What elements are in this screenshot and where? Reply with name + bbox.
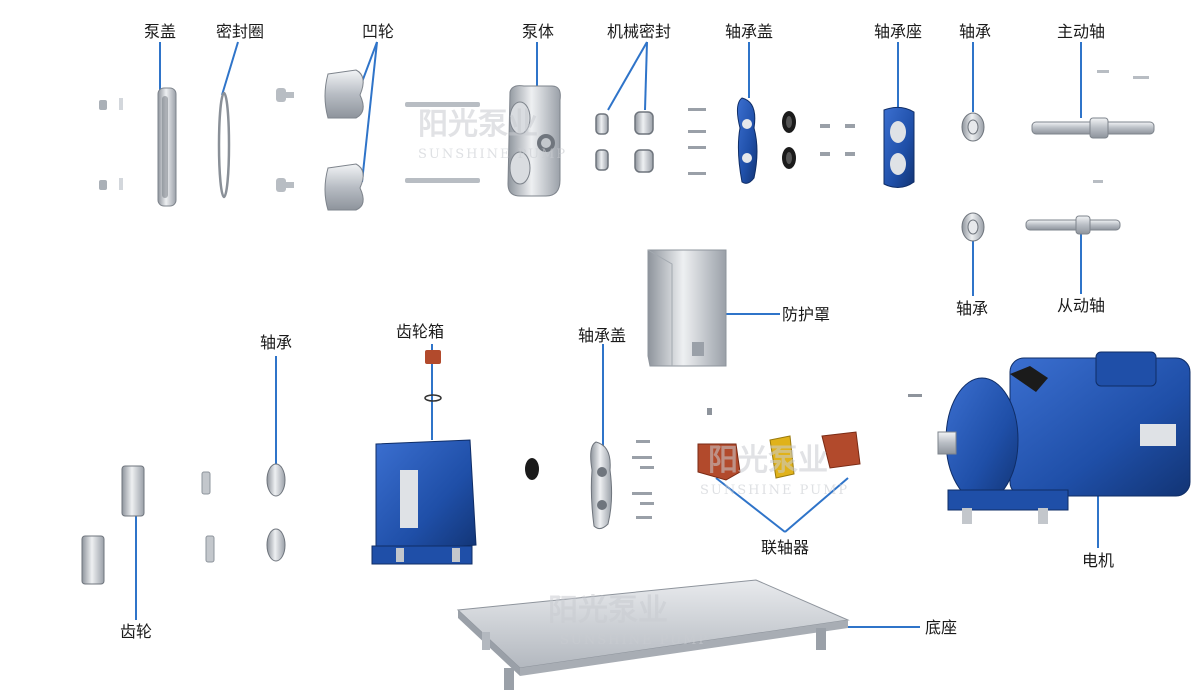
label-pump-body: 泵体 bbox=[522, 22, 554, 41]
seal-ring-part bbox=[217, 91, 231, 199]
pump-body-part bbox=[507, 85, 561, 197]
bearing-mid-part bbox=[961, 212, 985, 242]
oil-seals bbox=[782, 111, 796, 169]
label-rotor: 凹轮 bbox=[362, 22, 394, 41]
label-bearing-cap-bottom: 轴承盖 bbox=[578, 326, 626, 345]
mechanical-seal-part bbox=[595, 111, 654, 173]
label-driven-shaft: 从动轴 bbox=[1057, 296, 1105, 315]
label-motor: 电机 bbox=[1082, 551, 1114, 570]
label-bearing-seat: 轴承座 bbox=[874, 22, 922, 41]
rotor-part bbox=[324, 69, 364, 211]
label-coupling: 联轴器 bbox=[761, 538, 809, 557]
rotor-bolts bbox=[276, 88, 294, 192]
motor-part bbox=[937, 351, 1191, 524]
label-gear: 齿轮 bbox=[120, 622, 152, 641]
small-pins bbox=[707, 394, 922, 415]
black-seal bbox=[525, 458, 539, 480]
pump-cover-part bbox=[157, 87, 177, 207]
watermark-cn-middle: 阳光泵业 bbox=[708, 443, 828, 478]
label-bearing-cap-top: 轴承盖 bbox=[725, 22, 773, 41]
watermark-en-top: SUNSHINE PUMP bbox=[418, 147, 567, 162]
label-base: 底座 bbox=[925, 618, 957, 637]
bearing-top-part bbox=[961, 112, 985, 142]
driven-shaft-part bbox=[1025, 215, 1121, 235]
drive-shaft-part bbox=[1031, 70, 1155, 183]
label-drive-shaft: 主动轴 bbox=[1057, 22, 1105, 41]
rotor-shafts bbox=[405, 102, 480, 183]
bearing-cap-bottom-screws bbox=[632, 440, 654, 519]
label-mechanical-seal: 机械密封 bbox=[607, 22, 671, 41]
bearing-cap-bottom-part bbox=[590, 441, 613, 530]
gear-part bbox=[81, 465, 145, 585]
label-bearing-left: 轴承 bbox=[260, 333, 292, 352]
watermark-cn-base: 阳光泵业 bbox=[548, 593, 668, 628]
coupling-part bbox=[697, 431, 861, 481]
watermark-cn-top: 阳光泵业 bbox=[418, 107, 538, 142]
guard-part bbox=[647, 249, 727, 367]
bearing-cap-top-part bbox=[736, 97, 758, 184]
pump-cover-bolts bbox=[99, 98, 123, 190]
gear-spacers bbox=[201, 471, 215, 563]
leader-lines bbox=[135, 41, 1099, 628]
bearing-left-part bbox=[266, 463, 286, 562]
label-guard: 防护罩 bbox=[782, 305, 830, 324]
label-bearing-mid: 轴承 bbox=[956, 299, 988, 318]
bearing-seat-part bbox=[883, 106, 915, 188]
base-plate-part bbox=[456, 579, 850, 690]
label-seal-ring: 密封圈 bbox=[216, 22, 264, 41]
watermark-en-base: SUNSHINE PUMP bbox=[560, 633, 709, 648]
gearbox-part bbox=[371, 350, 477, 565]
label-gearbox: 齿轮箱 bbox=[396, 322, 444, 341]
bearing-cap-screws bbox=[688, 108, 706, 175]
bearing-seat-screws bbox=[820, 124, 855, 156]
watermark-en-middle: SUNSHINE PUMP bbox=[700, 483, 849, 498]
label-pump-cover: 泵盖 bbox=[144, 22, 176, 41]
label-bearing-top: 轴承 bbox=[959, 22, 991, 41]
